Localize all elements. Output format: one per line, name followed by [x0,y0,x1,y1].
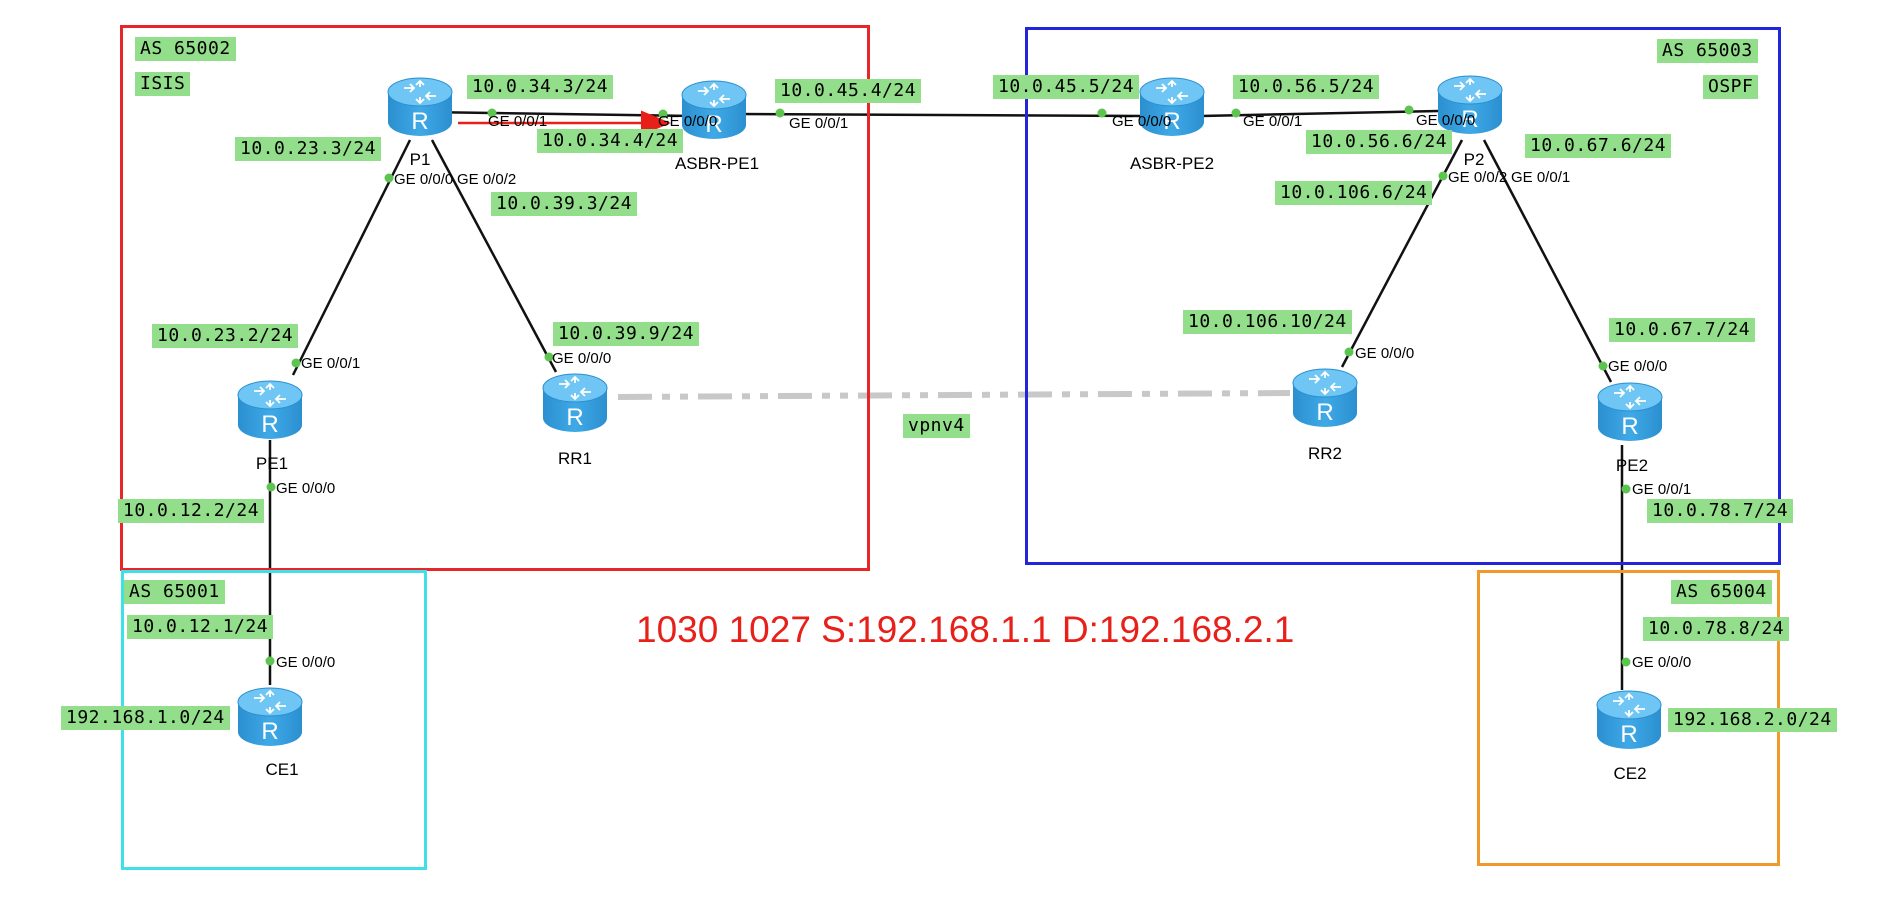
as65003-label: AS 65003 [1657,39,1758,63]
port-dot [384,173,394,183]
port-dot [266,482,276,492]
port-label: GE 0/0/0 [1416,112,1476,129]
port-label: GE 0/0/1 [1632,481,1692,498]
port-dot [487,108,497,118]
router-asbr-pe1-icon[interactable]: R [678,77,750,143]
router-pe1-label: PE1 [255,454,289,473]
router-ce2-label: CE2 [1613,764,1647,783]
port-dot [1404,105,1414,115]
router-p2-label: P2 [1463,150,1485,169]
port-dot [1097,108,1107,118]
address-tag: 10.0.12.1/24 [127,615,274,639]
address-tag: 10.0.106.6/24 [1275,181,1433,205]
port-label: GE 0/0/1 [301,355,361,372]
address-tag: 10.0.39.3/24 [491,192,638,216]
svg-text:R: R [566,404,583,431]
address-tag: 10.0.34.4/24 [537,129,684,153]
port-label: GE 0/0/2 [457,171,517,188]
as65001-label: AS 65001 [124,580,225,604]
address-tag: 10.0.78.7/24 [1647,499,1794,523]
packet-annotation: 1030 1027 S:192.168.1.1 D:192.168.2.1 [636,609,1295,650]
svg-text:R: R [1461,106,1478,133]
port-dot [544,352,554,362]
port-dot [658,109,668,119]
port-label: GE 0/0/0 [1112,113,1172,130]
svg-text:R: R [261,411,278,438]
isis-label: ISIS [135,72,191,96]
svg-text:R: R [1163,108,1180,135]
port-label: GE 0/0/1 [1511,169,1571,186]
port-label: GE 0/0/0 [552,350,612,367]
port-label: GE 0/0/1 [488,113,548,130]
address-tag: 10.0.78.8/24 [1643,617,1790,641]
as65004-label: AS 65004 [1671,580,1772,604]
port-dot [1344,347,1354,357]
svg-text:R: R [1316,399,1333,426]
port-dot [1621,657,1631,667]
router-asbr-pe2-label: ASBR-PE2 [1129,154,1215,173]
vpnv4-session-label: vpnv4 [903,414,970,438]
router-pe2-icon[interactable]: R [1594,379,1666,445]
address-tag: 10.0.39.9/24 [553,322,700,346]
svg-text:R: R [1620,721,1637,748]
port-dot [1621,484,1631,494]
address-tag: 10.0.23.3/24 [235,137,382,161]
port-label: GE 0/0/0 [276,480,336,497]
as65002-zone [120,25,870,571]
port-label: GE 0/0/1 [789,115,849,132]
port-label: GE 0/0/1 [1243,113,1303,130]
router-rr2-icon[interactable]: R [1289,365,1361,431]
as65002-label: AS 65002 [135,37,236,61]
address-tag: 10.0.34.3/24 [467,75,614,99]
ce2-lan-tag: 192.168.2.0/24 [1668,708,1837,732]
svg-text:R: R [261,718,278,745]
router-p1-icon[interactable]: R [384,74,456,140]
router-rr1-icon[interactable]: R [539,370,611,436]
router-p1-label: P1 [409,150,431,169]
link-p2-pe2 [1482,139,1613,383]
router-ce1-label: CE1 [265,760,299,779]
port-label: GE 0/0/0 [1355,345,1415,362]
ce1-lan-tag: 192.168.1.0/24 [61,706,230,730]
port-dot [1598,361,1608,371]
address-tag: 10.0.67.7/24 [1609,318,1756,342]
router-p2-icon[interactable]: R [1434,72,1506,138]
link-p1-rr1 [430,139,558,373]
as65003-zone [1025,27,1781,565]
address-tag: 10.0.56.6/24 [1306,130,1453,154]
address-tag: 10.0.67.6/24 [1525,134,1672,158]
port-label: GE 0/0/0 [658,113,718,130]
router-pe2-label: PE2 [1615,456,1649,475]
router-pe1-icon[interactable]: R [234,377,306,443]
router-asbr-pe2-icon[interactable]: R [1136,74,1208,140]
port-dot [265,656,275,666]
router-rr2-label: RR2 [1307,444,1343,463]
port-label: GE 0/0/0 [1632,654,1692,671]
svg-text:R: R [705,111,722,138]
port-label: GE 0/0/2 [1448,169,1508,186]
router-rr1-label: RR1 [557,449,593,468]
router-ce2-icon[interactable]: R [1593,687,1665,753]
router-ce1-icon[interactable]: R [234,684,306,750]
port-label: GE 0/0/0 [394,171,454,188]
address-tag: 10.0.23.2/24 [152,324,299,348]
address-tag: 10.0.12.2/24 [118,499,265,523]
address-tag: 10.0.106.10/24 [1183,310,1352,334]
port-dot [775,108,785,118]
link-asbr-pe1-asbr-pe2 [733,112,1149,118]
ospf-label: OSPF [1703,75,1759,99]
port-label: GE 0/0/0 [1608,358,1668,375]
address-tag: 10.0.45.5/24 [993,75,1140,99]
svg-text:R: R [411,108,428,135]
address-tag: 10.0.56.5/24 [1233,75,1380,99]
router-asbr-pe1-label: ASBR-PE1 [674,154,760,173]
port-dot [291,358,301,368]
port-dot [1231,108,1241,118]
svg-text:R: R [1621,413,1638,440]
vpnv4-session-line [617,390,1291,400]
port-dot [1438,171,1448,181]
port-label: GE 0/0/0 [276,654,336,671]
address-tag: 10.0.45.4/24 [775,79,922,103]
